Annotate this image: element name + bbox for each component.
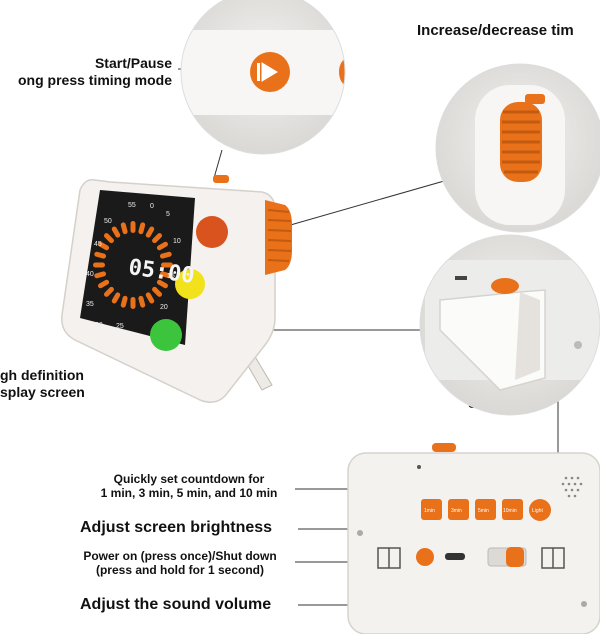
quick-set-label-line2: 1 min, 3 min, 5 min, and 10 min (100, 486, 278, 500)
yellow-light[interactable] (175, 269, 205, 299)
dial-tick (98, 241, 110, 251)
dial-tick (103, 233, 114, 244)
brightness-label: Adjust screen brightness (80, 519, 273, 536)
1min-button-label: 1min (424, 508, 435, 514)
power-button[interactable] (416, 548, 434, 566)
dial-ticks (93, 221, 173, 309)
zoom-knob (436, 64, 600, 232)
sound-label: Adjust the sound volume (80, 596, 272, 613)
green-light[interactable] (150, 319, 182, 351)
hd-display-label-line2: splay screen (0, 384, 85, 400)
dial-tick (120, 295, 128, 308)
5min-button[interactable] (475, 499, 496, 520)
increase-decrease-label: Increase/decrease tim (417, 22, 574, 39)
dial-number: 30 (95, 322, 103, 329)
light-button[interactable] (529, 499, 551, 521)
power-label-line2: (press and hold for 1 second) (95, 563, 265, 577)
dial-number: 0 (150, 203, 154, 210)
volume-switch[interactable] (506, 547, 524, 567)
dial-number: 20 (160, 304, 168, 311)
start-pause-label-line1: Start/Pause (94, 55, 172, 71)
zoom-support (420, 235, 600, 415)
dial-number: 45 (94, 241, 102, 248)
dial-number: 25 (116, 323, 124, 330)
dial-tick (152, 233, 163, 244)
dial-number: 5 (166, 211, 170, 218)
dial-number: 15 (167, 273, 175, 280)
5min-button-label: 5min (478, 508, 489, 514)
back-buttons: 1min 3min 5min 10min Light (421, 499, 551, 521)
dial-tick (156, 241, 168, 251)
dial-tick (93, 262, 105, 268)
dial-tick (156, 279, 168, 289)
dial-tick (111, 226, 121, 238)
hd-display-label: gh definition splay screen (0, 367, 85, 401)
dial-tick (98, 279, 110, 289)
zoom-start-button (181, 0, 345, 154)
start-pause-label-line2: ong press timing mode (17, 72, 172, 88)
dial-tick (94, 251, 107, 259)
power-label-line1: Power on (press once)/Shut down (83, 549, 277, 563)
dial-tick (111, 292, 121, 304)
dial-tick (159, 251, 172, 259)
dial-tick (152, 286, 163, 297)
dial-tick (161, 262, 173, 268)
light-button-label: Light (532, 508, 543, 514)
usb-port (445, 553, 465, 560)
red-light[interactable] (196, 216, 228, 248)
dial-tick (94, 271, 107, 279)
quick-set-label-line1: Quickly set countdown for (113, 472, 265, 486)
dial-number: 40 (86, 271, 94, 278)
dial-tick (130, 221, 136, 233)
dial-tick (145, 292, 155, 304)
3min-button[interactable] (448, 499, 469, 520)
dial-tick (138, 295, 146, 308)
hd-display-label-line1: gh definition (0, 367, 84, 383)
start-pause-label: Start/Pause ong press timing mode (0, 55, 172, 89)
1min-button[interactable] (421, 499, 442, 520)
10min-button-label: 10min (503, 508, 517, 514)
10min-button[interactable] (502, 499, 523, 520)
dial-tick (138, 222, 146, 235)
dial-number: 50 (104, 218, 112, 225)
dial-number: 55 (128, 202, 136, 209)
quick-set-label: Quickly set countdown for 1 min, 3 min, … (86, 472, 292, 500)
power-label: Power on (press once)/Shut down (press a… (68, 549, 292, 577)
dial-number: 35 (86, 301, 94, 308)
dial-tick (145, 226, 155, 238)
dial-number: 10 (173, 238, 181, 245)
dial-numbers: 55 0 5 10 15 20 25 30 35 40 45 50 (86, 202, 181, 330)
dial-tick (103, 286, 114, 297)
speaker-grille (561, 476, 583, 498)
dial-tick (120, 222, 128, 235)
timer-back (347, 443, 600, 634)
dial-tick (130, 297, 136, 309)
3min-button-label: 3min (451, 508, 462, 514)
dial-tick (159, 271, 172, 279)
